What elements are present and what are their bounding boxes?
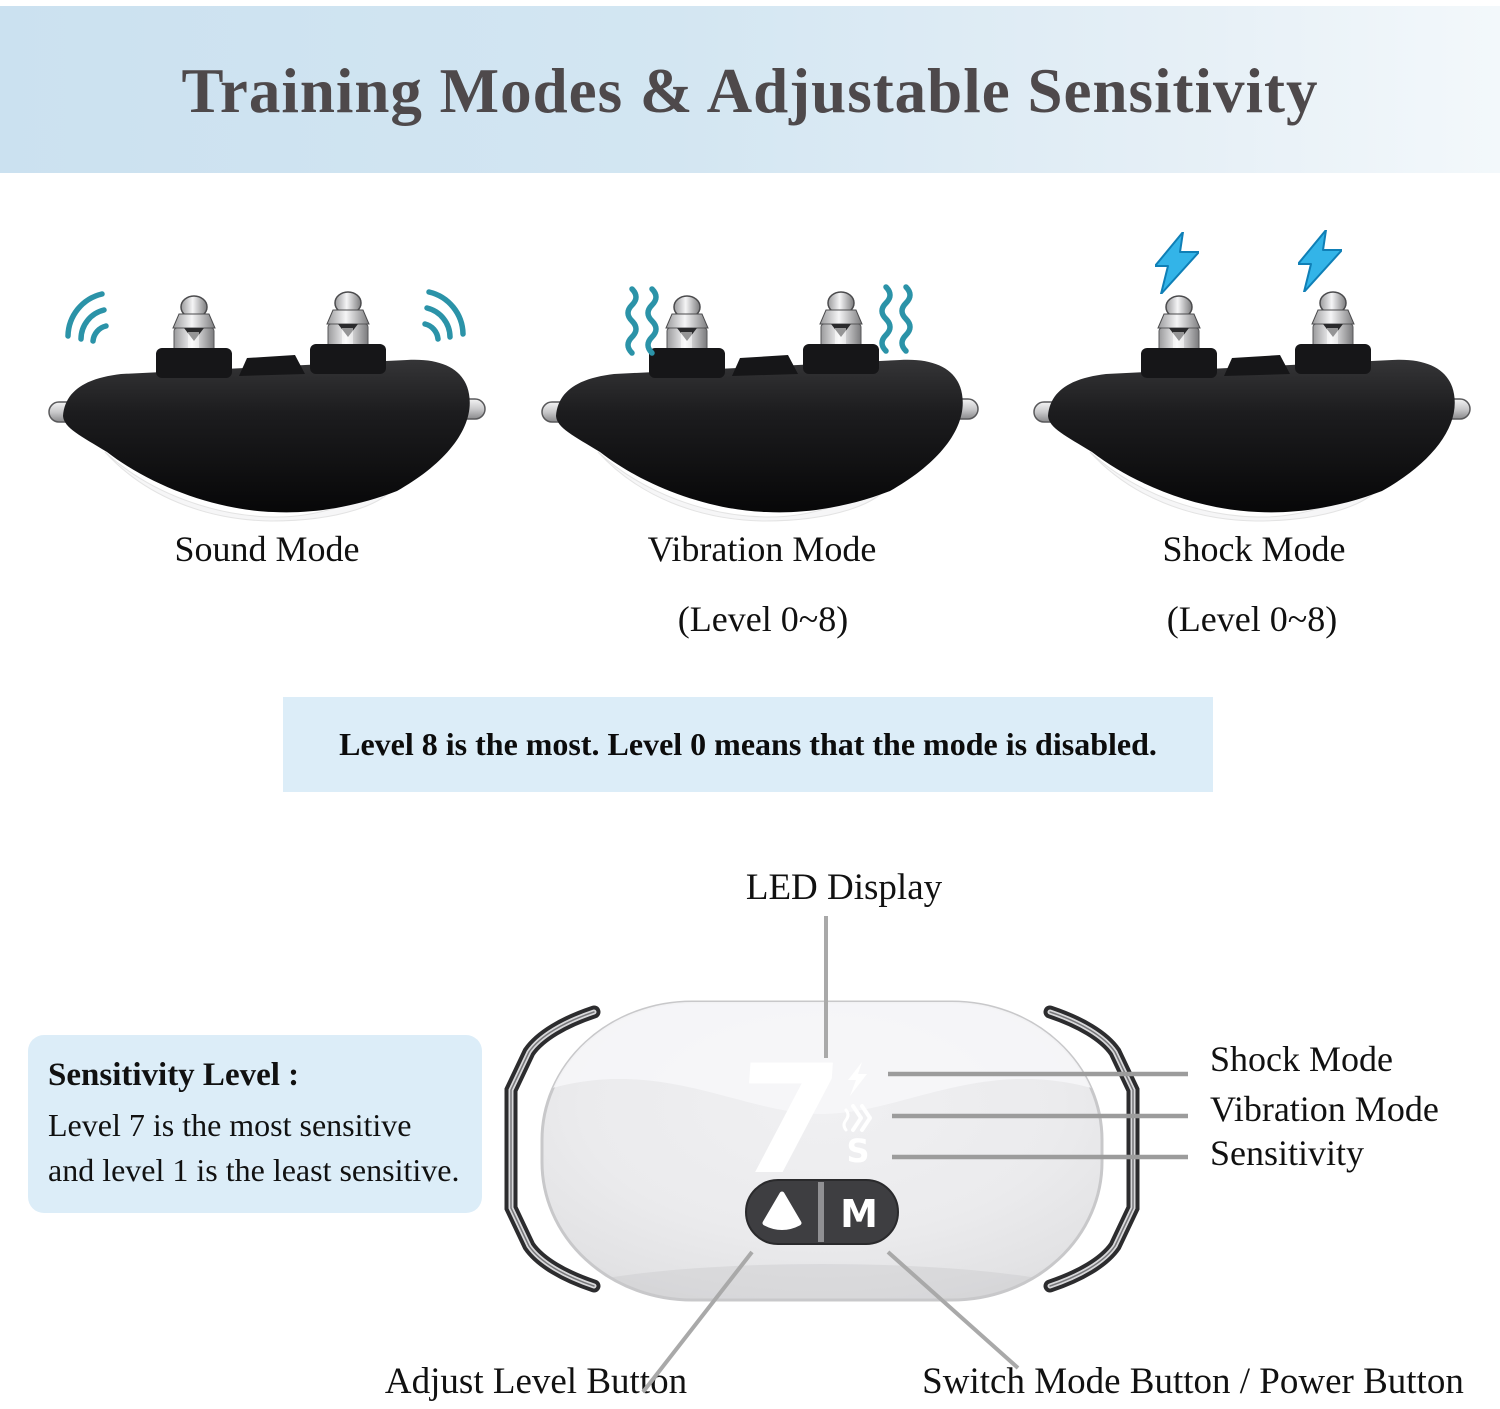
mode-button-label: M [840, 1192, 878, 1236]
sensitivity-indicator-label: S [846, 1132, 869, 1170]
sensitivity-info-box: Sensitivity Level : Level 7 is the most … [28, 1035, 482, 1213]
mode-level-shock: (Level 0~8) [1166, 599, 1338, 639]
title-banner: Training Modes & Adjustable Sensitivity [0, 6, 1500, 173]
page-title: Training Modes & Adjustable Sensitivity [181, 56, 1319, 126]
sound-waves-left-icon [65, 291, 109, 344]
switch-mode-button-label: Switch Mode Button / Power Button [922, 1361, 1464, 1402]
sound-waves-right-icon [422, 289, 466, 342]
sensitivity-box-line1: Level 7 is the most sensitive [48, 1107, 412, 1143]
receiver-illustration: 7 S M [504, 1000, 1140, 1302]
note-banner: Level 8 is the most. Level 0 means that … [283, 697, 1213, 792]
collar-device-shock [1032, 290, 1472, 522]
vibration-indicator-icon [842, 1104, 872, 1132]
vibration-waves-right-icon [879, 284, 913, 354]
sensitivity-box-line2: and level 1 is the least sensitive. [48, 1152, 460, 1188]
left-bracket [504, 1005, 601, 1293]
lightning-right-icon [1298, 230, 1342, 292]
indicator-label-shock: Shock Mode [1210, 1039, 1393, 1079]
shock-indicator-icon [848, 1062, 867, 1096]
adjust-level-button-label: Adjust Level Button [384, 1361, 688, 1402]
mode-level-vibration: (Level 0~8) [677, 599, 849, 639]
right-bracket [1043, 1005, 1140, 1293]
led-display-label: LED Display [745, 867, 943, 908]
mode-name-sound: Sound Mode [174, 529, 360, 569]
button-divider [818, 1182, 824, 1242]
vibration-waves-left-icon [625, 286, 659, 356]
mode-name-vibration: Vibration Mode [647, 529, 877, 569]
receiver-led-value: 7 [730, 1034, 847, 1208]
indicator-label-sensitivity: Sensitivity [1210, 1133, 1365, 1173]
lightning-left-icon [1155, 232, 1199, 294]
sensitivity-box-title: Sensitivity Level : [48, 1057, 300, 1093]
adjust-level-triangle-icon [762, 1191, 802, 1230]
indicator-label-vibration: Vibration Mode [1210, 1089, 1439, 1129]
note-text: Level 8 is the most. Level 0 means that … [339, 726, 1157, 762]
mode-name-shock: Shock Mode [1162, 529, 1346, 569]
